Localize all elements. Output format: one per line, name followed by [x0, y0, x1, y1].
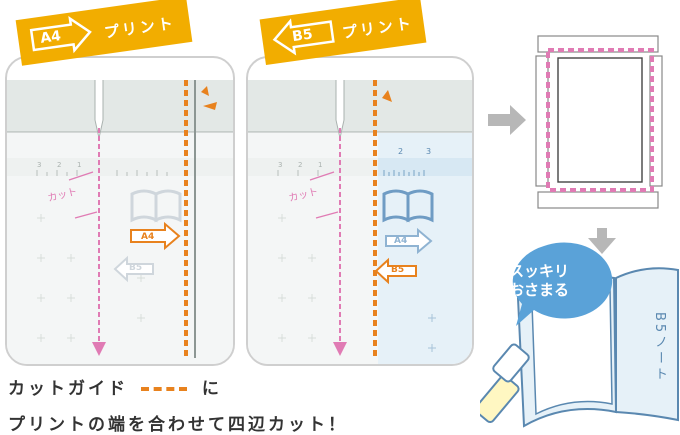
trim-strip-left: [535, 55, 549, 187]
ruler-number: 2: [398, 147, 403, 156]
b5-tag-box-label: B5: [291, 26, 314, 46]
b5-arrow-label: B5: [129, 263, 143, 273]
a4-arrow-label: A4: [141, 232, 155, 242]
caption-line-1-a: カットガイド: [8, 379, 128, 399]
next-step-arrow-icon: [488, 105, 526, 135]
ruler-number: 1: [318, 161, 322, 169]
cutter-blade-bar: [248, 80, 472, 132]
b5-arrow-label: B5: [391, 265, 405, 275]
trim-strip-bottom: [537, 191, 659, 209]
b5-arrow-button: [113, 255, 154, 283]
cut-arrow-head: [333, 342, 347, 356]
ruler-number: 3: [37, 161, 41, 169]
caption-guide-swatch: [140, 387, 187, 391]
bubble-line-1: スッキリ: [508, 262, 569, 280]
down-arrow-icon: [588, 228, 616, 254]
pink-cut-outline: [546, 48, 654, 192]
speech-bubble: [512, 242, 613, 326]
book-icon: [130, 189, 182, 223]
bubble-text: スッキリ おさまる: [489, 262, 589, 300]
b5-tag-text: プリント: [341, 14, 415, 43]
ruler-number: 1: [77, 161, 81, 169]
a4-arrow-button: [385, 227, 433, 255]
book-icon: [382, 189, 434, 223]
notebook-label: B5ノート: [652, 312, 667, 384]
a4-arrow-label: A4: [394, 236, 408, 246]
right-arrow-icon: [29, 16, 92, 54]
a4-tag-text: プリント: [103, 14, 177, 42]
a4-tag-box-label: A4: [39, 28, 62, 47]
guide-marker: [382, 90, 392, 102]
a4-arrow-button: [130, 221, 181, 251]
b5-print-panel: 3 2 1 2 3 A4 B5 カット: [246, 56, 474, 366]
b5-print-tag: B5 プリント: [259, 0, 427, 66]
glue-stick-icon: [480, 343, 530, 424]
b5-arrow-button: [374, 257, 417, 285]
caption-line-1-b: に: [201, 379, 222, 399]
bubble-line-2: おさまる: [508, 281, 569, 299]
b5-cutter-illustration: 3 2 1 2 3: [248, 80, 472, 364]
trimmed-sheet: [557, 57, 643, 183]
a4-print-panel: 3 2 1 A4 B5 カット: [5, 56, 235, 366]
ruler: [7, 158, 233, 176]
cutter-blade-bar: [7, 80, 233, 132]
ruler-number: 2: [57, 161, 61, 169]
cut-arrow-head: [92, 342, 106, 356]
ruler-number: 3: [426, 147, 431, 156]
guide-marker: [201, 86, 209, 96]
left-arrow-icon: [272, 18, 335, 56]
ruler-number: 3: [278, 161, 282, 169]
caption-line-2: プリントの端を合わせて四辺カット！: [8, 415, 348, 435]
a4-cutter-illustration: 3 2 1: [7, 80, 233, 364]
caption-line-1: カットガイド に: [8, 374, 222, 399]
a4-print-tag: A4 プリント: [15, 0, 193, 66]
ruler-number: 2: [298, 161, 302, 169]
result-illustration: [480, 35, 679, 428]
